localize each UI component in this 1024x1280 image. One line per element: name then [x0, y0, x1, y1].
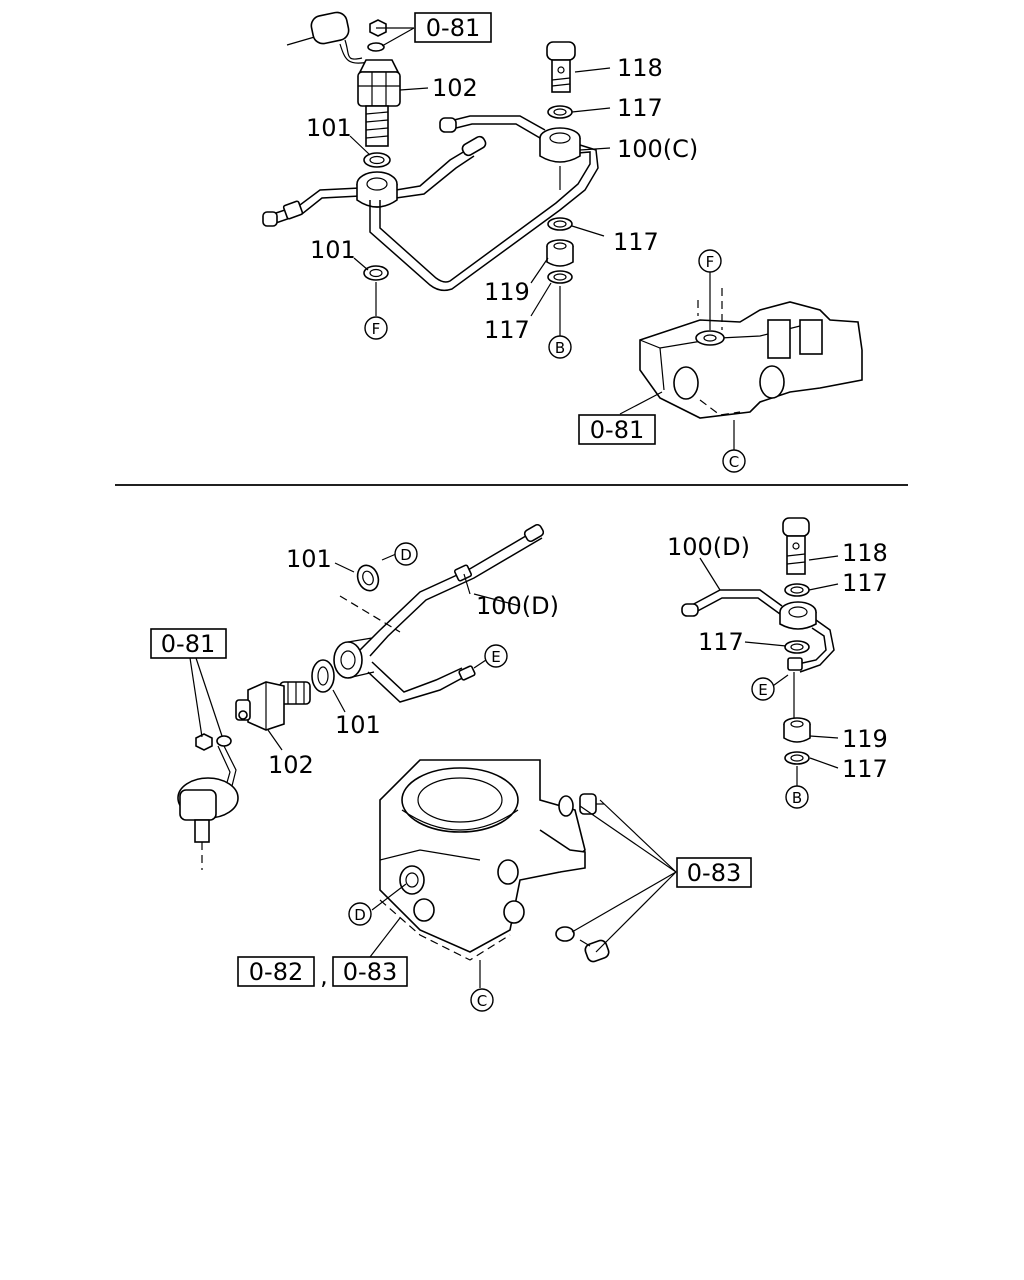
oil-pressure-switch [357, 59, 401, 147]
ref-box-right[interactable] [676, 857, 752, 888]
marker-F-top: F [698, 249, 722, 273]
callout-118: 118 [617, 54, 663, 82]
washer-117-a [547, 105, 573, 119]
callout-lower-117-a: 117 [842, 569, 888, 597]
washer-117-b [547, 217, 573, 231]
washer-101-lower-a [356, 564, 380, 592]
marker-E-mid: E [484, 644, 508, 668]
sensor-connector [286, 11, 369, 64]
svg-text:E: E [758, 681, 767, 699]
callout-lower-102: 102 [268, 751, 314, 779]
ref-label-bottom-1: 0-82 [249, 958, 303, 986]
ref-label-bottom-2: 0-83 [343, 958, 397, 986]
washer-117-lower-c [784, 751, 810, 765]
washer-101-bottom [363, 265, 389, 281]
svg-text:D: D [354, 906, 366, 924]
svg-text:F: F [706, 253, 715, 271]
callout-lower-119: 119 [842, 725, 888, 753]
oil-pipe-100d-right [681, 589, 835, 720]
callout-lower-100d-a: 100(D) [476, 592, 559, 620]
ref-box-top[interactable] [414, 12, 492, 43]
marker-D-body: D [348, 902, 372, 926]
ref-box-bottom[interactable] [578, 414, 656, 445]
upper-assembly: 0-81 0-81 118 102 117 101 100(C) 101 117… [262, 11, 863, 473]
washer-body-b [555, 926, 575, 942]
callout-100c: 100(C) [617, 135, 698, 163]
callout-102: 102 [432, 74, 478, 102]
lower-assembly: 0-81 0-83 0-82 , 0-83 101 100(D) 101 102… [150, 517, 888, 1012]
svg-text:B: B [555, 339, 565, 357]
pump-housing-lower [379, 759, 586, 988]
svg-text:C: C [729, 453, 739, 471]
upper-leaders [349, 27, 663, 415]
ref-box-bottom-1[interactable] [237, 956, 315, 987]
oil-pressure-switch-lower [235, 681, 311, 731]
callout-lower-100d-b: 100(D) [667, 533, 750, 561]
marker-E-right: E [751, 677, 775, 701]
callout-117-b: 117 [613, 228, 659, 256]
callout-lower-117-b: 117 [698, 628, 744, 656]
marker-B: B [548, 335, 572, 359]
spacer-119 [546, 239, 574, 267]
marker-C-upper: C [722, 449, 746, 473]
oil-pipe-assembly [262, 115, 599, 292]
ref-label-left: 0-81 [161, 630, 215, 658]
oil-pipe-100d-left [333, 523, 545, 703]
eye-bolt-118-lower [782, 517, 810, 575]
ref-label-top: 0-81 [426, 14, 480, 42]
lower-leaders [189, 553, 839, 958]
washer-117-lower-b [784, 640, 810, 654]
svg-text:D: D [400, 546, 412, 564]
washer-117-lower-a [784, 583, 810, 597]
spacer-119-lower [783, 717, 811, 743]
svg-text:B: B [792, 789, 802, 807]
callout-101-b: 101 [310, 236, 356, 264]
ref-label-right: 0-83 [687, 859, 741, 887]
marker-D-top: D [394, 542, 418, 566]
marker-B-lower: B [785, 785, 809, 809]
callout-lower-117-c: 117 [842, 755, 888, 783]
washer-body-a [558, 795, 574, 817]
callout-117-a: 117 [617, 94, 663, 122]
eye-bolt-118 [546, 41, 576, 93]
callout-101-a: 101 [306, 114, 352, 142]
ref-label-bottom: 0-81 [590, 416, 644, 444]
washer-101-lower-b [311, 659, 335, 693]
sensor-connector-lower [177, 733, 239, 870]
marker-C-lower: C [470, 988, 494, 1012]
svg-text:E: E [491, 648, 500, 666]
washer-117-c [547, 270, 573, 284]
marker-F-bottom: F [364, 316, 388, 340]
nut [367, 19, 387, 52]
washer-101-top [363, 152, 391, 168]
callout-lower-101-a: 101 [286, 545, 332, 573]
callout-117-c: 117 [484, 316, 530, 344]
ref-box-left[interactable] [150, 628, 227, 659]
ref-box-bottom-2[interactable] [332, 956, 408, 987]
svg-text:C: C [477, 992, 487, 1010]
ref-separator: , [320, 962, 328, 990]
callout-lower-101-b: 101 [335, 711, 381, 739]
pump-housing-upper [639, 272, 863, 450]
callout-lower-118: 118 [842, 539, 888, 567]
svg-text:F: F [372, 320, 381, 338]
callout-119: 119 [484, 278, 530, 306]
